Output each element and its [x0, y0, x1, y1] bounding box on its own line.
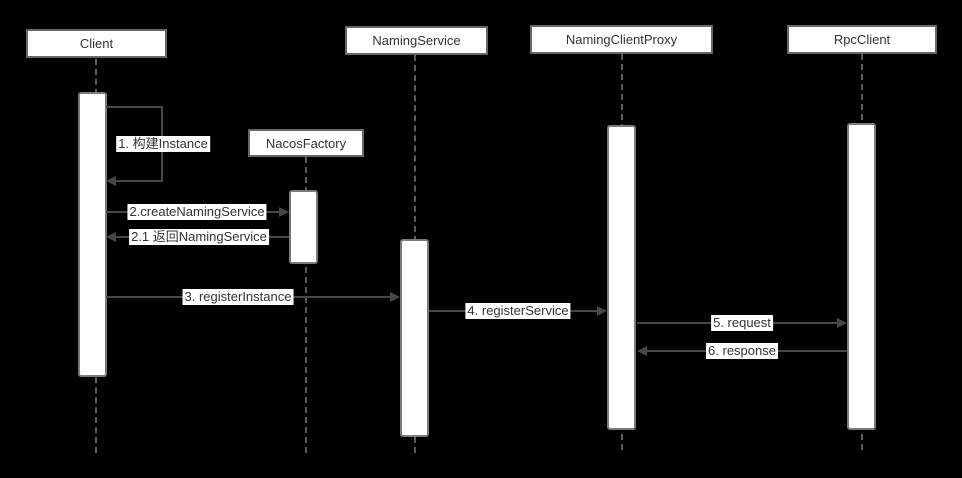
message-2-arrowhead [279, 207, 289, 217]
message-1-self-line-bottom [114, 180, 163, 182]
message-2-label: 2.createNamingService [127, 204, 267, 220]
activation-naming-client-proxy [607, 125, 636, 430]
lifeline-nacos-factory [305, 157, 307, 453]
message-2-1-label: 2.1 返回NamingService [129, 229, 269, 245]
participant-nacos-factory-label: NacosFactory [265, 135, 347, 151]
participant-rpc-client-label: RpcClient [833, 32, 891, 47]
message-5-arrowhead [837, 318, 847, 328]
message-2-1-arrowhead [106, 232, 116, 242]
participant-nacos-factory: NacosFactory [248, 129, 364, 157]
message-3-arrowhead [390, 292, 400, 302]
message-3-label: 3. registerInstance [182, 289, 294, 305]
participant-rpc-client: RpcClient [787, 25, 937, 54]
message-1-arrowhead [106, 176, 116, 186]
message-1-label: 1. 构建Instance [116, 136, 210, 152]
message-1-self-line-top [106, 106, 163, 108]
message-6-arrowhead [637, 346, 647, 356]
participant-client-label: Client [79, 36, 114, 51]
participant-client: Client [26, 29, 167, 58]
participant-naming-client-proxy: NamingClientProxy [530, 25, 713, 54]
message-6-label: 6. response [706, 343, 778, 359]
message-5-label: 5. request [711, 315, 773, 331]
participant-naming-client-proxy-label: NamingClientProxy [565, 32, 678, 47]
activation-nacos-factory [289, 190, 318, 264]
activation-client [78, 92, 107, 377]
activation-rpc-client [847, 123, 876, 430]
message-4-label: 4. registerService [465, 303, 571, 319]
activation-naming-service [400, 239, 429, 437]
participant-naming-service: NamingService [345, 26, 488, 55]
participant-naming-service-label: NamingService [372, 33, 461, 48]
message-4-arrowhead [597, 306, 607, 316]
